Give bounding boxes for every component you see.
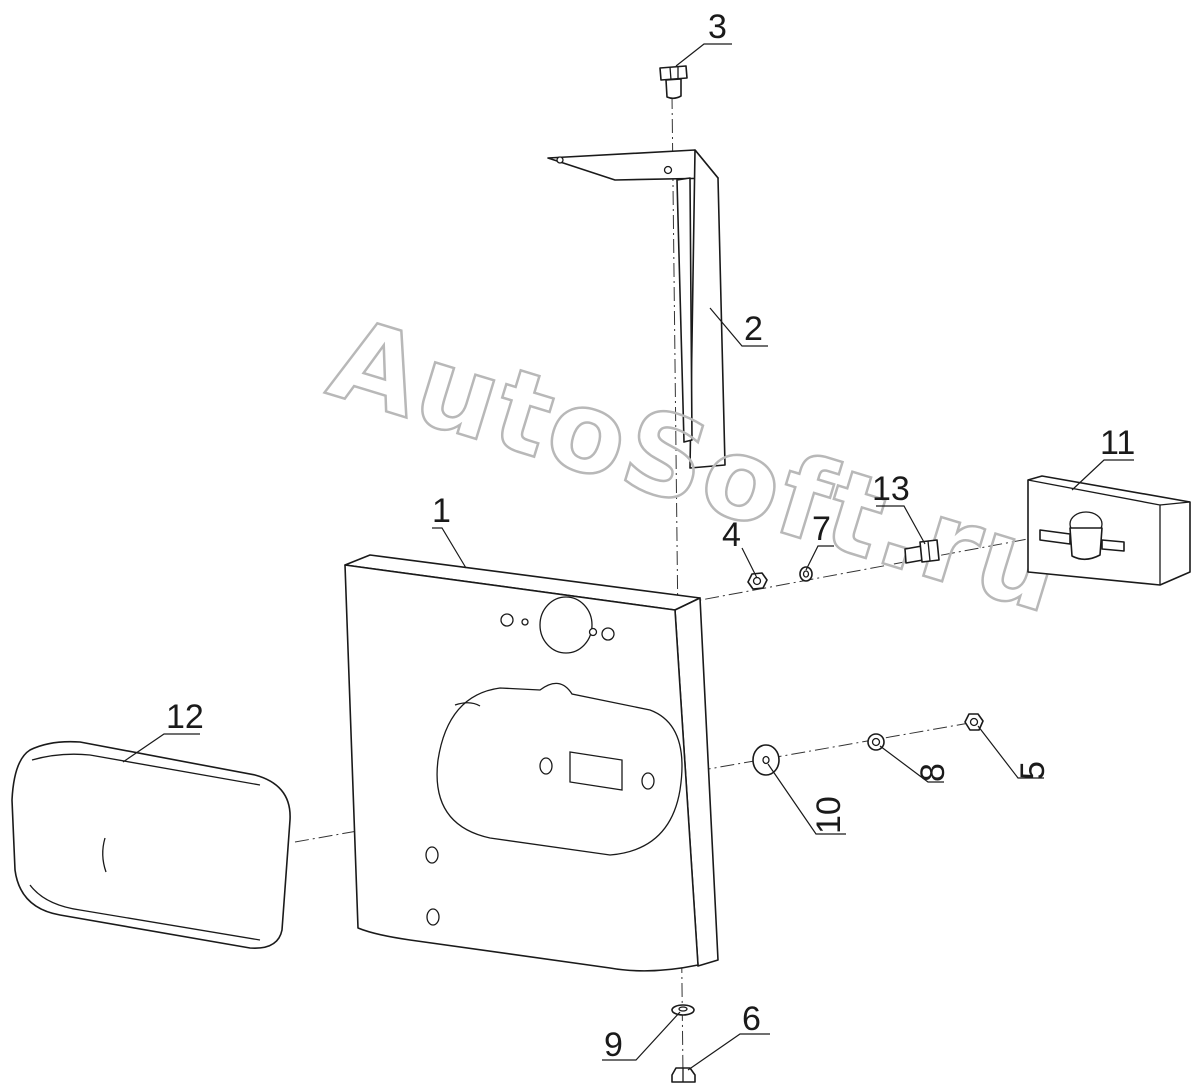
leader-12 xyxy=(122,733,200,763)
leader-8 xyxy=(879,745,944,783)
leader-9 xyxy=(602,1011,681,1061)
callout-12: 12 xyxy=(166,698,204,736)
leader-13 xyxy=(876,505,926,545)
callout-labels: 3 2 1 4 7 13 11 12 10 8 5 9 6 xyxy=(166,8,1135,1064)
callout-10: 10 xyxy=(810,796,848,834)
part-5-nut xyxy=(964,713,984,731)
callout-6: 6 xyxy=(742,1000,761,1038)
part-13-stud xyxy=(904,539,940,564)
callout-8: 8 xyxy=(914,763,952,782)
leader-10 xyxy=(767,763,846,835)
callout-11: 11 xyxy=(1100,424,1135,462)
part-1-mounting-plate xyxy=(344,554,719,972)
leader-3 xyxy=(675,43,732,67)
callout-2: 2 xyxy=(744,310,763,348)
part-3-bolt xyxy=(659,65,688,100)
part-9-washer xyxy=(671,1004,695,1016)
callout-5: 5 xyxy=(1014,761,1052,780)
callout-7: 7 xyxy=(812,510,831,548)
callout-9: 9 xyxy=(604,1026,623,1064)
part-11-lamp-housing xyxy=(1027,475,1191,586)
part-7-washer xyxy=(799,566,813,582)
callout-3: 3 xyxy=(708,8,727,46)
leader-11 xyxy=(1071,459,1134,491)
callout-1: 1 xyxy=(432,492,451,530)
leader-4 xyxy=(741,547,758,579)
leader-lines xyxy=(122,43,1134,1071)
part-6-nut xyxy=(671,1067,696,1083)
part-2-bracket xyxy=(547,149,726,469)
part-4-nut xyxy=(747,572,768,590)
leader-2 xyxy=(709,307,768,347)
leader-5 xyxy=(977,725,1044,779)
callout-13: 13 xyxy=(872,470,910,508)
leader-1 xyxy=(432,527,467,569)
part-12-lamp-lens xyxy=(11,740,291,949)
leader-7 xyxy=(805,545,834,571)
upper-horizontal-axis xyxy=(539,532,1061,631)
part-10-flat-washer xyxy=(752,744,780,776)
callout-4: 4 xyxy=(722,516,741,554)
leader-6 xyxy=(687,1033,770,1071)
